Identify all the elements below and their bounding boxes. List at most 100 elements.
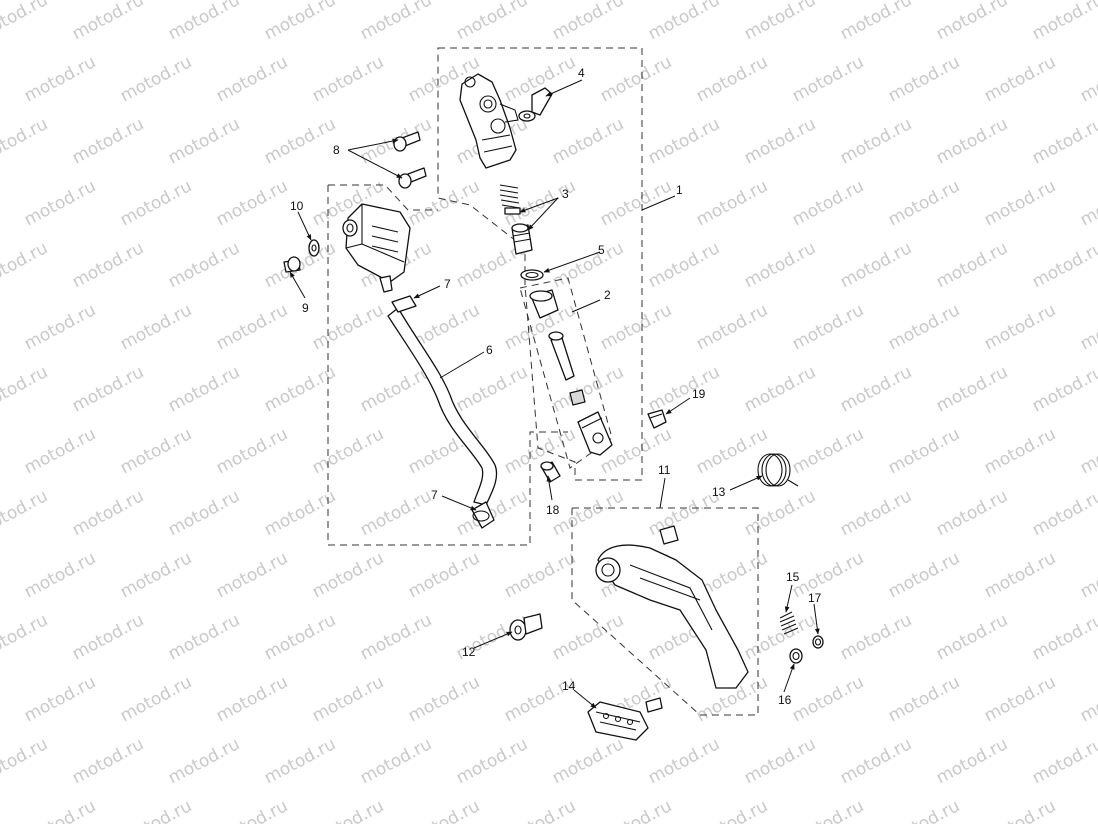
watermark-text: motod.ru: [645, 0, 723, 44]
watermark-text: motod.ru: [693, 300, 771, 354]
watermark-text: motod.ru: [933, 114, 1011, 168]
watermark-text: motod.ru: [213, 176, 291, 230]
watermark-text: motod.ru: [309, 300, 387, 354]
watermark-text: motod.ru: [21, 300, 99, 354]
watermark-text: motod.ru: [69, 0, 147, 44]
watermark-text: motod.ru: [117, 52, 195, 106]
washer-17: [812, 635, 824, 649]
leader-lines: [289, 79, 820, 709]
watermark-text: motod.ru: [69, 238, 147, 292]
watermark-text: motod.ru: [357, 0, 435, 44]
watermark-text: motod.ru: [21, 176, 99, 230]
torsion-spring: [757, 453, 799, 487]
watermark-text: motod.ru: [837, 114, 915, 168]
watermark-text: motod.ru: [213, 424, 291, 478]
group-1-outline: [437, 47, 643, 481]
watermark-text: motod.ru: [741, 734, 819, 788]
callout-7-bottom: 7: [431, 488, 438, 502]
callout-19: 19: [692, 387, 706, 401]
callout-4: 4: [578, 66, 585, 80]
callout-18: 18: [546, 503, 560, 517]
watermark-text: motod.ru: [549, 734, 627, 788]
watermark-text: motod.ru: [0, 114, 51, 168]
callout-12: 12: [462, 645, 476, 659]
watermark-text: motod.ru: [549, 486, 627, 540]
watermark-text: motod.ru: [1077, 52, 1098, 106]
watermark-text: motod.ru: [117, 796, 195, 824]
group-left-outline: [327, 184, 568, 546]
watermark-text: motod.ru: [21, 796, 99, 824]
watermark-text: motod.ru: [549, 114, 627, 168]
callout-13: 13: [712, 485, 726, 499]
watermark-text: motod.ru: [21, 424, 99, 478]
callout-15: 15: [786, 570, 800, 584]
watermark-text: motod.ru: [405, 548, 483, 602]
watermark-text: motod.ru: [501, 176, 579, 230]
watermark-text: motod.ru: [405, 176, 483, 230]
watermark-text: motod.ru: [165, 114, 243, 168]
pivot-bolt: [509, 613, 543, 641]
watermark-text: motod.ru: [117, 176, 195, 230]
watermark-text: motod.ru: [1029, 362, 1098, 416]
footpeg: [587, 697, 663, 741]
watermark-text: motod.ru: [213, 52, 291, 106]
watermark-text: motod.ru: [0, 0, 51, 44]
watermark-text: motod.ru: [453, 734, 531, 788]
watermark-text: motod.ru: [21, 52, 99, 106]
callout-6: 6: [486, 343, 493, 357]
watermark-text: motod.ru: [261, 114, 339, 168]
brake-pedal: [595, 525, 749, 689]
callout-7-top: 7: [444, 277, 451, 291]
watermark-text: motod.ru: [981, 300, 1059, 354]
watermark-text: motod.ru: [165, 238, 243, 292]
watermark-text: motod.ru: [1029, 734, 1098, 788]
watermark-text: motod.ru: [789, 52, 867, 106]
assembly-outlines: [327, 47, 759, 716]
watermark-text: motod.ru: [261, 362, 339, 416]
spring-and-piston: [499, 184, 533, 255]
watermark-text: motod.ru: [1029, 486, 1098, 540]
watermark-text: motod.ru: [933, 486, 1011, 540]
watermark-text: motod.ru: [549, 0, 627, 44]
watermark-text: motod.ru: [69, 362, 147, 416]
group-11-outline: [571, 507, 759, 716]
watermark-text: motod.ru: [837, 0, 915, 44]
watermark-text: motod.ru: [309, 52, 387, 106]
washer-and-screw: [283, 239, 320, 273]
callout-9: 9: [302, 301, 309, 315]
callout-5: 5: [598, 243, 605, 257]
callout-17: 17: [808, 591, 822, 605]
watermark-text: motod.ru: [693, 176, 771, 230]
watermark-text: motod.ru: [645, 114, 723, 168]
watermark-text: motod.ru: [21, 548, 99, 602]
watermark-text: motod.ru: [309, 796, 387, 824]
watermark-text: motod.ru: [885, 796, 963, 824]
watermark-text: motod.ru: [261, 486, 339, 540]
watermark-text: motod.ru: [213, 300, 291, 354]
watermark-text: motod.ru: [453, 362, 531, 416]
watermark-text: motod.ru: [741, 362, 819, 416]
watermark-text: motod.ru: [981, 796, 1059, 824]
watermark-text: motod.ru: [117, 424, 195, 478]
watermark-text: motod.ru: [1077, 548, 1098, 602]
callout-1: 1: [676, 183, 683, 197]
watermark-text: motod.ru: [165, 486, 243, 540]
watermark-text: motod.ru: [789, 672, 867, 726]
watermark-text: motod.ru: [1077, 424, 1098, 478]
watermark-text: motod.ru: [21, 672, 99, 726]
watermark-text: motod.ru: [693, 424, 771, 478]
watermark-text: motod.ru: [789, 424, 867, 478]
watermark-text: motod.ru: [597, 300, 675, 354]
watermark-text: motod.ru: [885, 672, 963, 726]
watermark-text: motod.ru: [981, 672, 1059, 726]
watermark-text: motod.ru: [213, 672, 291, 726]
watermark-text: motod.ru: [933, 238, 1011, 292]
watermark-text: motod.ru: [789, 176, 867, 230]
watermark-text: motod.ru: [837, 362, 915, 416]
watermark-text: motod.ru: [213, 548, 291, 602]
watermark-text: motod.ru: [1077, 796, 1098, 824]
watermark-text: motod.ru: [741, 0, 819, 44]
watermark-text: motod.ru: [117, 672, 195, 726]
watermark-text: motod.ru: [597, 176, 675, 230]
